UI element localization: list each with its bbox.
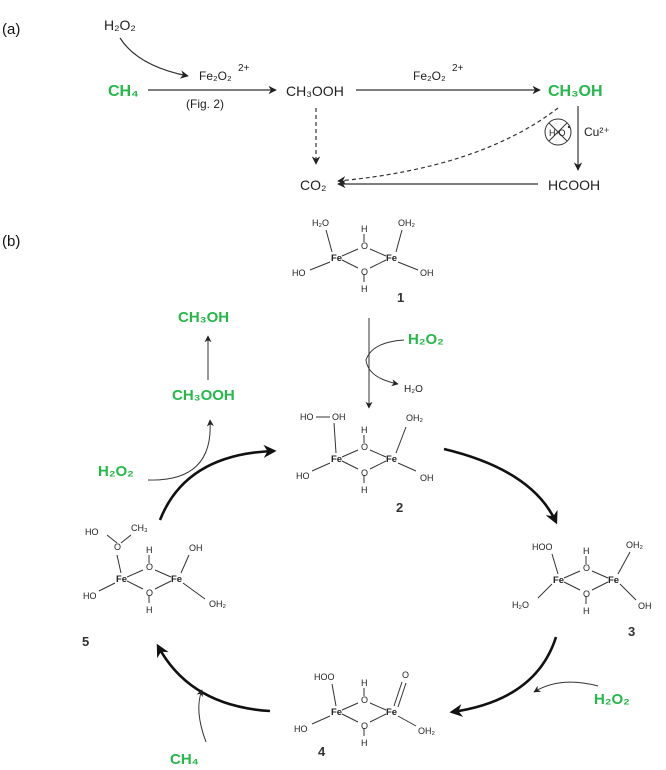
svg-text:O: O xyxy=(583,589,590,599)
water-byproduct: H₂O xyxy=(404,384,423,395)
catalyst-charge-1: 2+ xyxy=(238,63,250,74)
figure-reference: (Fig. 2) xyxy=(186,97,224,111)
panel-b-label: (b) xyxy=(2,233,20,250)
catalyst-charge-2: 2+ xyxy=(452,63,464,74)
svg-text:O: O xyxy=(114,542,121,552)
svg-text:H: H xyxy=(146,545,153,555)
compound-3-structure: Fe Fe O O H H HOO OH₂ H₂O OH xyxy=(512,540,652,616)
compound-4-structure: Fe Fe O O H H HOO O HO OH₂ xyxy=(294,670,436,748)
h2o2-in-h2o-out-curve xyxy=(365,339,405,387)
svg-text:HOO: HOO xyxy=(314,672,335,682)
svg-text:OH: OH xyxy=(189,543,203,553)
h2o2-reagent-top: H₂O₂ xyxy=(408,331,444,348)
svg-text:O: O xyxy=(361,721,368,731)
h2o2-reagent-left: H₂O₂ xyxy=(98,463,134,480)
svg-text:Fe: Fe xyxy=(331,253,342,264)
svg-text:H: H xyxy=(361,485,368,495)
cycle-arrow-5-to-2 xyxy=(158,444,277,521)
svg-text:HO: HO xyxy=(85,527,99,537)
svg-text:OH: OH xyxy=(420,268,434,278)
h2o2-in-arrow-left xyxy=(147,419,214,481)
svg-text:H: H xyxy=(583,606,590,616)
svg-text:Fe: Fe xyxy=(116,574,127,585)
compound-2-structure: Fe Fe O O H H HO OH OH₂ HO OH xyxy=(296,412,434,495)
compound-2-number: 2 xyxy=(396,500,403,515)
svg-text:O: O xyxy=(361,695,368,705)
svg-text:Fe: Fe xyxy=(386,707,397,718)
svg-text:H: H xyxy=(146,605,153,615)
co2-product: CO₂ xyxy=(300,177,326,193)
svg-text:HOO: HOO xyxy=(532,542,553,552)
svg-text:H₂O: H₂O xyxy=(312,218,329,228)
svg-text:H: H xyxy=(583,546,590,556)
svg-text:Fe: Fe xyxy=(386,454,397,465)
panel-a-label: (a) xyxy=(2,21,20,38)
h2o2-in-arrow-right xyxy=(533,681,599,693)
svg-text:HO: HO xyxy=(292,268,306,278)
svg-text:OH₂: OH₂ xyxy=(209,599,227,609)
hcooh-intermediate: HCOOH xyxy=(548,177,600,193)
svg-text:OH: OH xyxy=(638,601,652,611)
svg-text:H: H xyxy=(361,738,368,748)
compound-4-number: 4 xyxy=(318,744,326,759)
svg-text:O: O xyxy=(146,562,153,572)
ch3oh-to-co2-dashed-arrow xyxy=(337,107,559,185)
ch3oh-final-product: CH₃OH xyxy=(178,309,229,326)
copper-additive: Cu²⁺ xyxy=(584,125,610,139)
svg-text:HO: HO xyxy=(300,412,314,422)
cycle-arrow-2-to-3 xyxy=(443,447,558,525)
svg-text:Fe: Fe xyxy=(608,575,619,586)
svg-text:Fe: Fe xyxy=(386,253,397,264)
ch3ooh-intermediate: CH₃OOH xyxy=(286,83,344,99)
svg-text:O: O xyxy=(361,267,368,277)
svg-text:H: H xyxy=(361,678,368,688)
svg-text:HO: HO xyxy=(83,591,97,601)
svg-text:OH₂: OH₂ xyxy=(418,726,436,736)
svg-text:OH₂: OH₂ xyxy=(626,540,644,550)
svg-text:OH: OH xyxy=(420,473,434,483)
svg-text:H: H xyxy=(361,224,368,234)
svg-text:O: O xyxy=(146,588,153,598)
h2o2-curved-arrow xyxy=(119,37,189,79)
svg-text:H₂O: H₂O xyxy=(512,600,529,610)
compound-3-number: 3 xyxy=(628,624,635,639)
svg-text:Fe: Fe xyxy=(331,454,342,465)
svg-text:Fe: Fe xyxy=(331,707,342,718)
svg-text:Fe: Fe xyxy=(553,575,564,586)
svg-text:Fe: Fe xyxy=(171,574,182,585)
ch4-reactant: CH₄ xyxy=(108,83,139,100)
ch3ooh-released: CH₃OOH xyxy=(172,387,235,404)
svg-text:O: O xyxy=(361,468,368,478)
svg-text:O: O xyxy=(361,241,368,251)
catalyst-fe2o2-2: Fe₂O₂ xyxy=(413,69,446,83)
svg-text:H-O: H-O xyxy=(549,128,566,138)
svg-text:H: H xyxy=(361,284,368,294)
cycle-arrow-3-to-4 xyxy=(449,636,558,717)
compound-1-structure: Fe Fe O O H H H₂O OH₂ HO OH xyxy=(292,218,434,294)
svg-text:O: O xyxy=(583,563,590,573)
ch4-reagent-bottom: CH₄ xyxy=(170,751,199,768)
compound-5-number: 5 xyxy=(82,634,89,649)
svg-text:HO: HO xyxy=(296,471,310,481)
catalyst-fe2o2-1: Fe₂O₂ xyxy=(199,69,232,83)
ch3oh-product: CH₃OH xyxy=(548,83,603,100)
svg-text:O: O xyxy=(402,670,409,680)
h2o2-reagent: H₂O₂ xyxy=(104,17,136,33)
ch4-in-arrow xyxy=(196,689,207,743)
svg-text:CH₃: CH₃ xyxy=(131,523,148,533)
svg-text:HO: HO xyxy=(294,724,308,734)
h2o2-reagent-right: H₂O₂ xyxy=(594,691,630,708)
svg-text:OH₂: OH₂ xyxy=(406,413,424,423)
svg-text:H: H xyxy=(361,425,368,435)
compound-1-number: 1 xyxy=(397,290,404,305)
compound-5-structure: Fe Fe O O H H HO O CH₃ OH HO OH₂ xyxy=(83,523,227,615)
svg-text:OH: OH xyxy=(332,412,346,422)
hydroxyl-radical-inhibited-icon: H-O xyxy=(544,118,572,146)
svg-text:OH₂: OH₂ xyxy=(398,218,416,228)
cycle-arrow-4-to-5 xyxy=(156,643,271,713)
svg-text:O: O xyxy=(361,442,368,452)
